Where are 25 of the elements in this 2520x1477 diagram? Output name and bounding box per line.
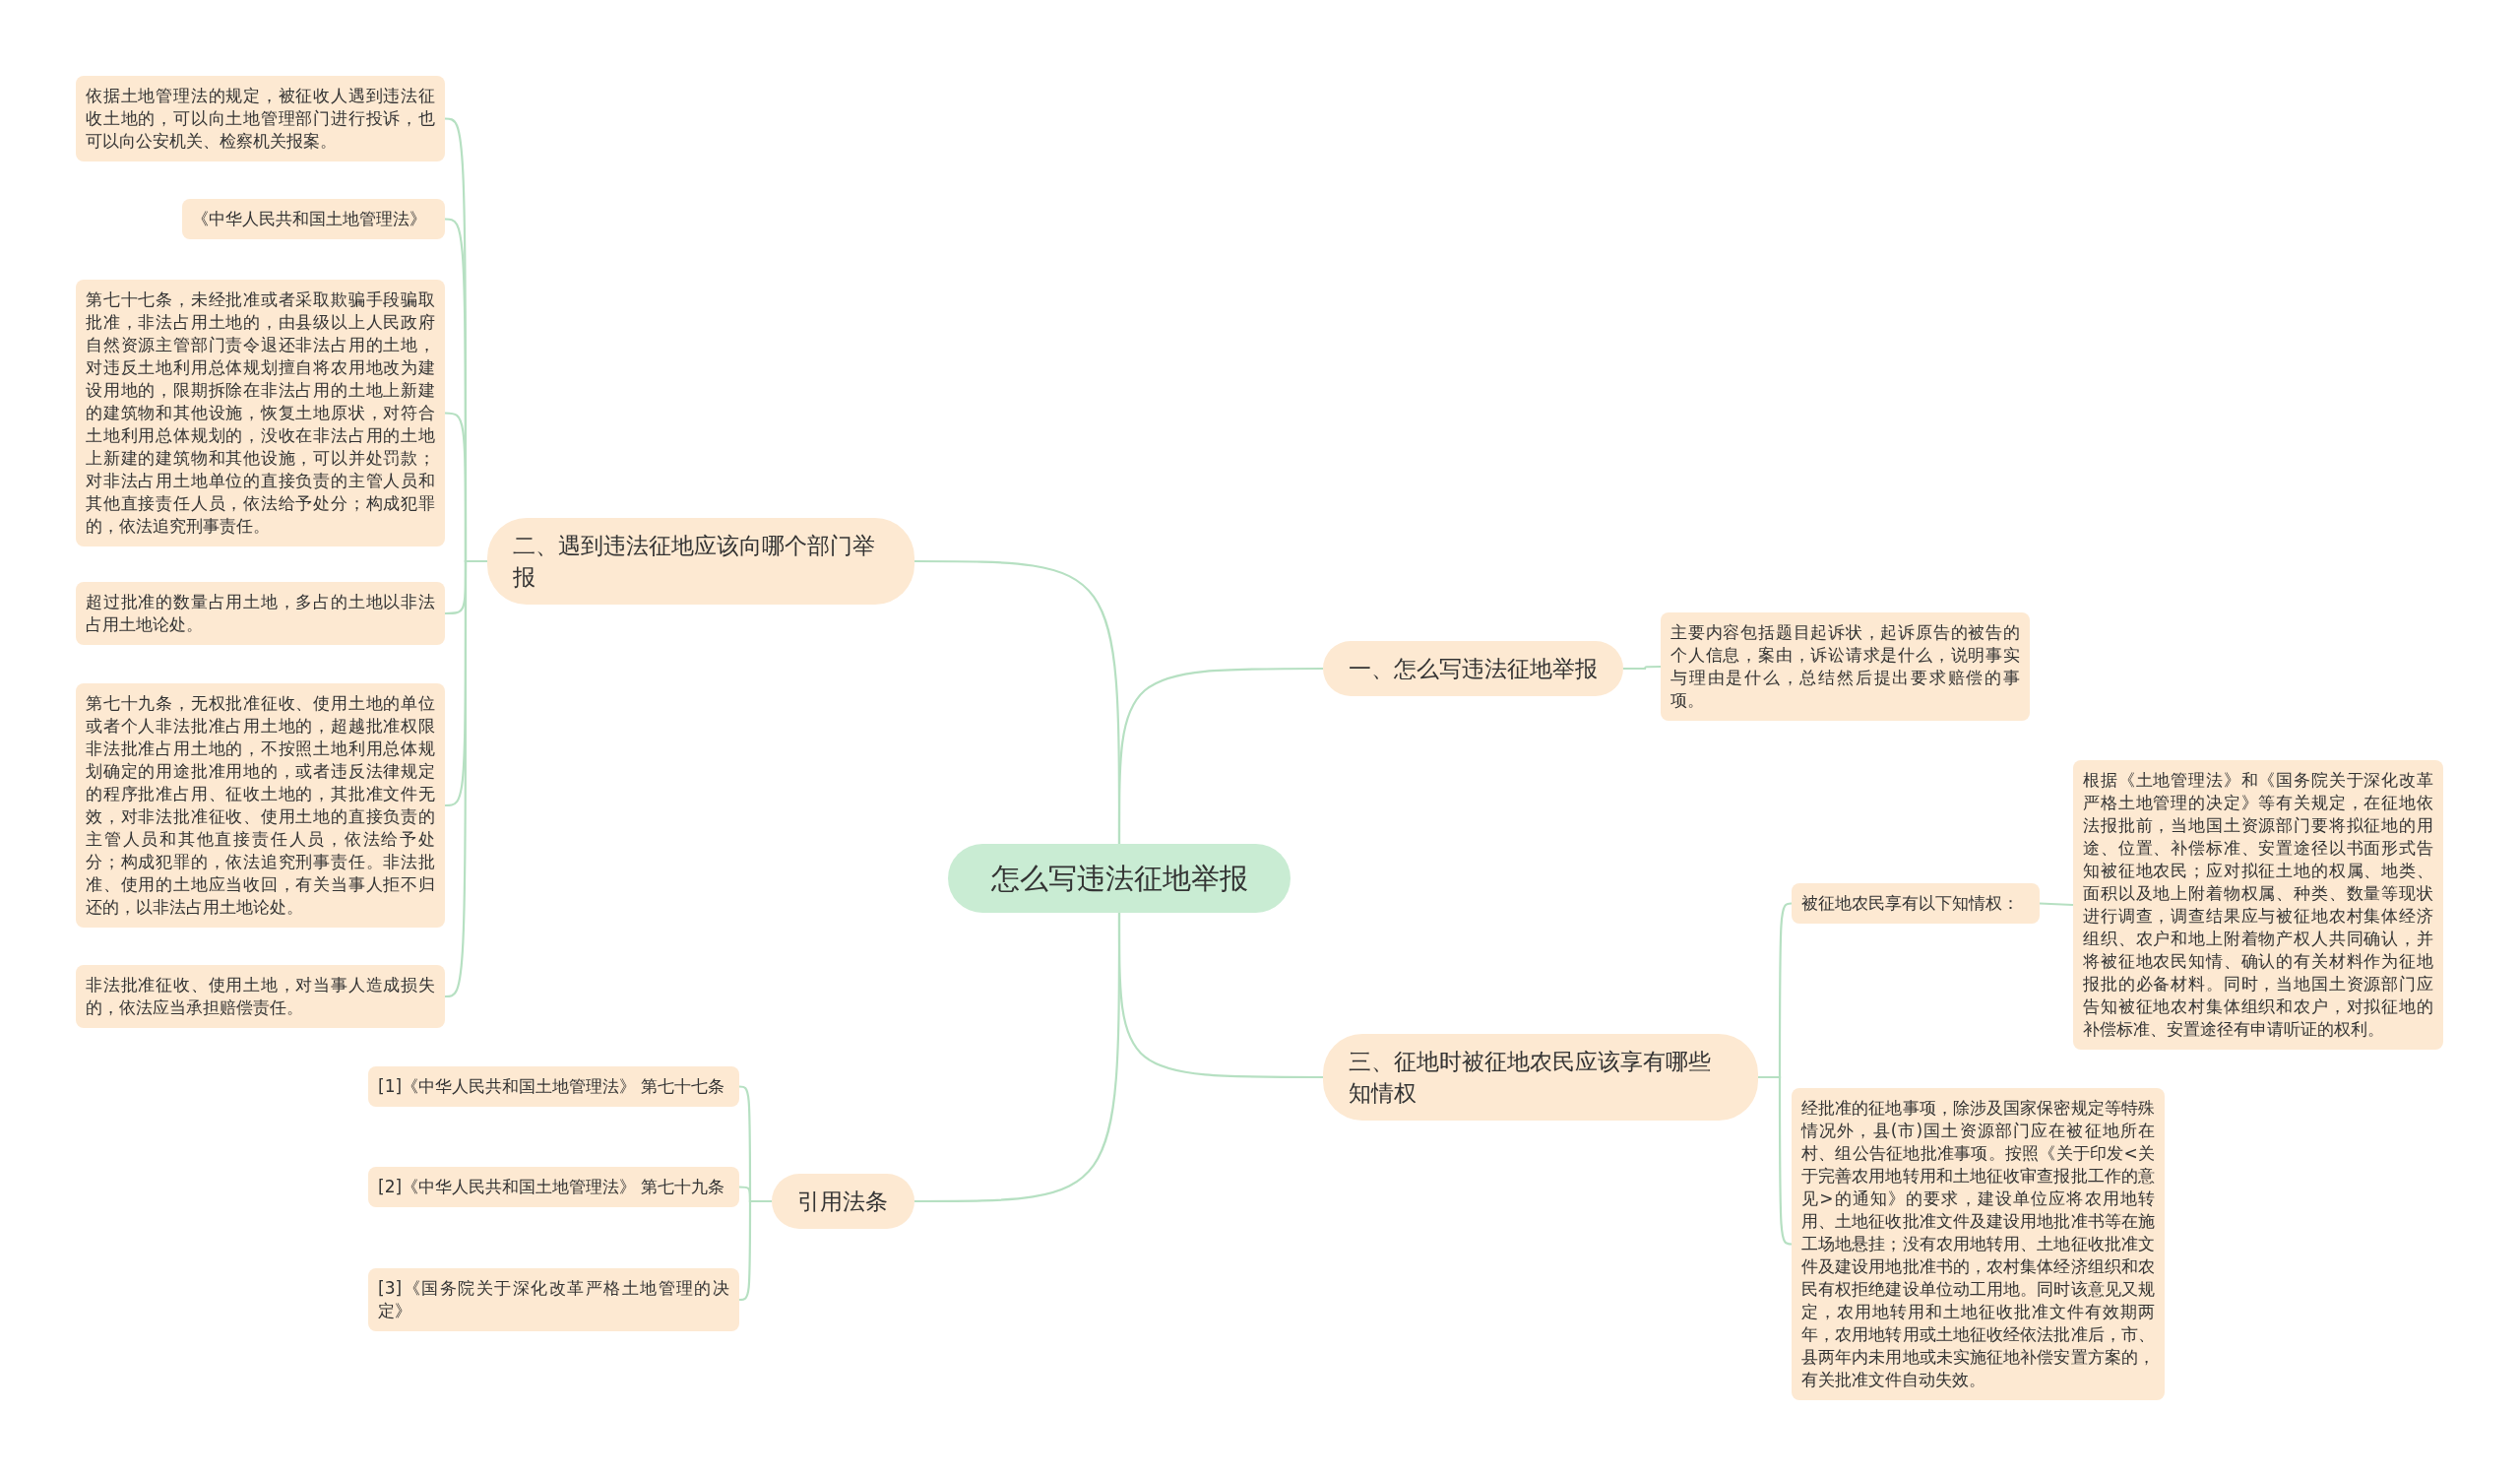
- text-card: 超过批准的数量占用土地，多占的土地以非法占用土地论处。: [76, 582, 445, 645]
- text-card: 第七十七条，未经批准或者采取欺骗手段骗取批准，非法占用土地的，由县级以上人民政府自然资源主管部门责令退还非法占用的土地，对违反土地利用总体规划擅自将农用地改为建设用地的，限期拆除在非法占用的土地上新建的建筑物和其他设施，恢复土地原状，对符合土地利用总体规划的，没收在非法占用的土地上新建的建筑物和其他设施，可以并处罚款；对非法占用土地单位的直接负责的主管人员和其他直接责任人员，依法给予处分；构成犯罪的，依法追究刑事责任。: [76, 280, 445, 546]
- text-card: 主要内容包括题目起诉状，起诉原告的被告的个人信息，案由，诉讼请求是什么，说明事实与理由是什么，总结然后提出要求赔偿的事项。: [1661, 612, 2030, 721]
- text-card: 依据土地管理法的规定，被征收人遇到违法征收土地的，可以向土地管理部门进行投诉，也可以向公安机关、检察机关报案。: [76, 76, 445, 161]
- text-card: 第七十九条，无权批准征收、使用土地的单位或者个人非法批准占用土地的，超越批准权限非法批准占用土地的，不按照土地利用总体规划确定的用途批准用地的，或者违反法律规定的程序批准占用、征收土地的，其批准文件无效，对非法批准征收、使用土地的直接负责的主管人员和其他直接责任人员，依法给予处分；构成犯罪的，依法追究刑事责任。非法批准、使用的土地应当收回，有关当事人拒不归还的，以非法占用土地论处。: [76, 683, 445, 928]
- text-card: 经批准的征地事项，除涉及国家保密规定等特殊情况外，县(市)国土资源部门应在被征地所在村、组公告征地批准事项。按照《关于印发<关于完善农用地转用和土地征收审查报批工作的意见>的通知》的要求，建设单位应将农用地转用、土地征收批准文件及建设用地批准书等在施工场地悬挂；没有农用地转用、土地征收批准文件及建设用地批准书的，农村集体经济组织和农民有权拒绝建设单位动工用地。同时该意见又规定，农用地转用和土地征收批准文件有效期两年，农用地转用或土地征收经依法批准后，市、县两年内未用地或未实施征地补偿安置方案的，有关批准文件自动失效。: [1792, 1088, 2165, 1400]
- text-card: 根据《土地管理法》和《国务院关于深化改革严格土地管理的决定》等有关规定，在征地依法报批前，当地国土资源部门要将拟征地的用途、位置、补偿标准、安置途径以书面形式告知被征地农民；应对拟征土地的权属、地类、面积以及地上附着物权属、种类、数量等现状进行调查，调查结果应与被征地农村集体经济组织、农户和地上附着物产权人共同确认，并将被征地农民知情、确认的有关材料作为征地报批的必备材料。同时，当地国土资源部门应告知被征地农村集体组织和农户，对拟征地的补偿标准、安置途径有申请听证的权利。: [2073, 760, 2443, 1050]
- connector-line: [914, 559, 1121, 844]
- connector-line: [1758, 1075, 1793, 1246]
- text-card: 非法批准征收、使用土地，对当事人造成损失的，依法应当承担赔偿责任。: [76, 965, 445, 1028]
- branch-topic: 一、怎么写违法征地举报: [1323, 641, 1623, 696]
- branch-topic: 引用法条: [772, 1174, 914, 1229]
- connector-line: [1623, 665, 1661, 671]
- text-card: [1]《中华人民共和国土地管理法》 第七十七条: [368, 1066, 739, 1107]
- connector-line: [444, 559, 487, 998]
- text-card: 《中华人民共和国土地管理法》: [182, 199, 445, 239]
- text-card: [2]《中华人民共和国土地管理法》 第七十九条: [368, 1167, 739, 1207]
- central-topic: 怎么写违法征地举报: [948, 844, 1291, 913]
- branch-topic: 二、遇到违法征地应该向哪个部门举报: [487, 518, 914, 605]
- connector-line: [914, 913, 1121, 1203]
- branch-topic: 三、征地时被征地农民应该享有哪些知情权: [1323, 1034, 1758, 1121]
- text-card: [3]《国务院关于深化改革严格土地管理的决定》: [368, 1268, 739, 1331]
- text-card: 被征地农民享有以下知情权：: [1792, 883, 2040, 924]
- connector-line: [2039, 902, 2074, 907]
- connector-line: [738, 1199, 772, 1302]
